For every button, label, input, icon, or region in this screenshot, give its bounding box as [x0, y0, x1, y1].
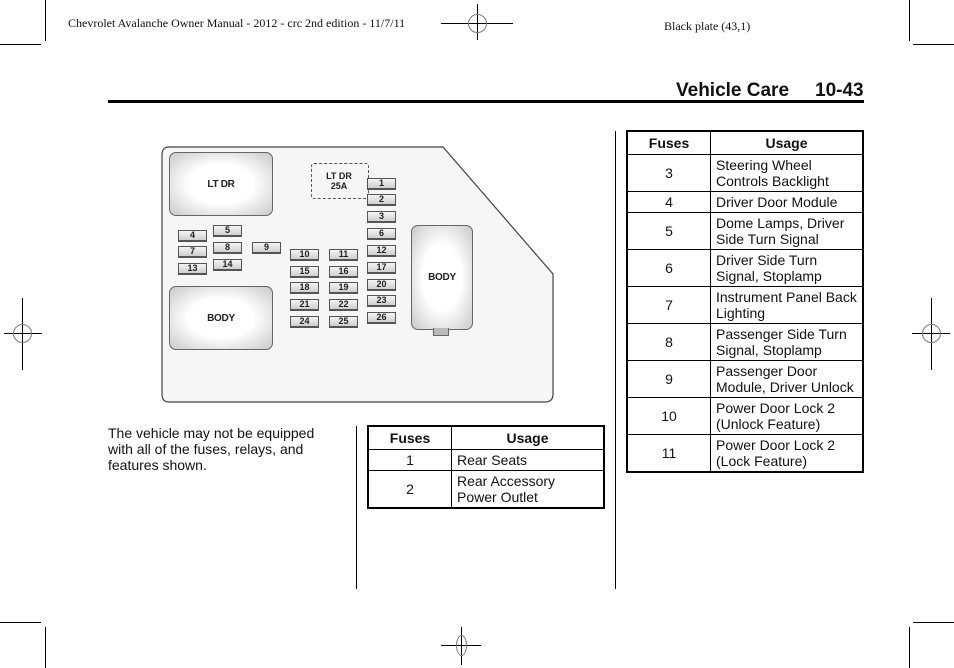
crop-mark — [909, 627, 910, 668]
column-header-usage: Usage — [451, 425, 605, 450]
crop-mark — [45, 0, 46, 41]
cb-line2: 25A — [330, 181, 348, 191]
fuse-7: 7 — [178, 246, 207, 258]
fuse-number: 10 — [626, 397, 711, 435]
fuse-usage: Rear Accessory Power Outlet — [451, 470, 605, 509]
page-number: 10-43 — [815, 80, 864, 101]
fuse-6: 6 — [367, 228, 396, 240]
fuse-15: 15 — [290, 266, 319, 278]
table-row: 1 Rear Seats — [367, 449, 605, 471]
fuse-11: 11 — [329, 249, 358, 261]
crop-mark — [0, 622, 41, 623]
relay-label: BODY — [428, 272, 456, 283]
fuse-2: 2 — [367, 194, 396, 206]
registration-mark-left — [4, 298, 42, 370]
fuse-3: 3 — [367, 211, 396, 223]
fuse-number: 11 — [626, 434, 711, 473]
fuse-4: 4 — [178, 230, 207, 242]
fuse-9: 9 — [252, 242, 281, 254]
registration-mark-top — [441, 4, 513, 40]
registration-mark-right — [912, 298, 950, 370]
equipment-note: The vehicle may not be equipped with all… — [108, 425, 315, 473]
fuse-usage: Steering Wheel Controls Backlight — [710, 154, 864, 192]
fuse-1: 1 — [367, 178, 396, 190]
fuse-24: 24 — [290, 316, 319, 328]
fuse-18: 18 — [290, 282, 319, 294]
fuse-usage: Power Door Lock 2 (Lock Feature) — [710, 434, 864, 473]
section-title: Vehicle Care — [676, 80, 790, 101]
crop-mark — [45, 627, 46, 668]
fuse-5: 5 — [213, 225, 242, 237]
fuse-22: 22 — [329, 299, 358, 311]
fuse-block-diagram: LT DR BODY BODY LT DR 25A 1 2 3 6 12 17 … — [161, 146, 555, 404]
fuse-usage: Instrument Panel Back Lighting — [710, 286, 864, 324]
column-divider — [356, 426, 357, 589]
fuse-25: 25 — [329, 316, 358, 328]
crop-mark — [0, 44, 41, 45]
crop-mark — [913, 44, 954, 45]
crop-mark — [909, 0, 910, 41]
fuse-usage: Passenger Door Module, Driver Unlock — [710, 360, 864, 398]
fuse-usage: Power Door Lock 2 (Unlock Feature) — [710, 397, 864, 435]
fuse-10: 10 — [290, 249, 319, 261]
fuse-number: 8 — [626, 323, 711, 361]
fuse-21: 21 — [290, 299, 319, 311]
fuse-12: 12 — [367, 245, 396, 257]
fuse-number: 7 — [626, 286, 711, 324]
crop-mark — [913, 622, 954, 623]
fuse-number: 5 — [626, 212, 711, 250]
table-header-row: Fuses Usage — [626, 130, 864, 155]
table-row: 2 Rear Accessory Power Outlet — [367, 470, 605, 509]
fuse-17: 17 — [367, 262, 396, 274]
fuse-usage: Driver Side Turn Signal, Stoplamp — [710, 249, 864, 287]
fuse-14: 14 — [213, 259, 242, 271]
circuit-breaker-label: LT DR 25A — [313, 171, 365, 191]
fuse-8: 8 — [213, 242, 242, 254]
fuse-number: 2 — [367, 470, 452, 509]
fuse-16: 16 — [329, 266, 358, 278]
fuse-number: 3 — [626, 154, 711, 192]
fuse-number: 6 — [626, 249, 711, 287]
fuse-number: 1 — [367, 449, 452, 471]
column-header-fuses: Fuses — [367, 425, 452, 450]
cb-line1: LT DR — [326, 171, 352, 181]
relay-label: LT DR — [207, 178, 235, 190]
column-header-fuses: Fuses — [626, 130, 711, 155]
table-header-row: Fuses Usage — [367, 425, 605, 450]
relay-tab — [433, 328, 449, 336]
header-rule — [108, 100, 864, 103]
fuse-20: 20 — [367, 279, 396, 291]
fuse-usage: Passenger Side Turn Signal, Stoplamp — [710, 323, 864, 361]
plate-label: Black plate (43,1) — [664, 19, 751, 33]
registration-mark-bottom — [441, 627, 481, 665]
relay-lt-dr: LT DR — [169, 152, 273, 216]
fuse-usage: Driver Door Module — [710, 191, 864, 213]
fuse-number: 4 — [626, 191, 711, 213]
running-head: Chevrolet Avalanche Owner Manual - 2012 … — [68, 16, 406, 30]
fuse-usage: Dome Lamps, Driver Side Turn Signal — [710, 212, 864, 250]
column-header-usage: Usage — [710, 130, 864, 155]
fuse-usage: Rear Seats — [451, 449, 605, 471]
fuse-26: 26 — [367, 312, 396, 324]
fuse-number: 9 — [626, 360, 711, 398]
relay-body-left: BODY — [169, 286, 273, 350]
fuse-23: 23 — [367, 295, 396, 307]
relay-body-right: BODY — [411, 225, 473, 330]
column-divider — [615, 131, 616, 589]
fuse-usage-table-1: Fuses Usage 1 Rear Seats 2 Rear Accessor… — [367, 425, 605, 509]
relay-label: BODY — [207, 312, 235, 324]
fuse-13: 13 — [178, 263, 207, 275]
fuse-19: 19 — [329, 282, 358, 294]
